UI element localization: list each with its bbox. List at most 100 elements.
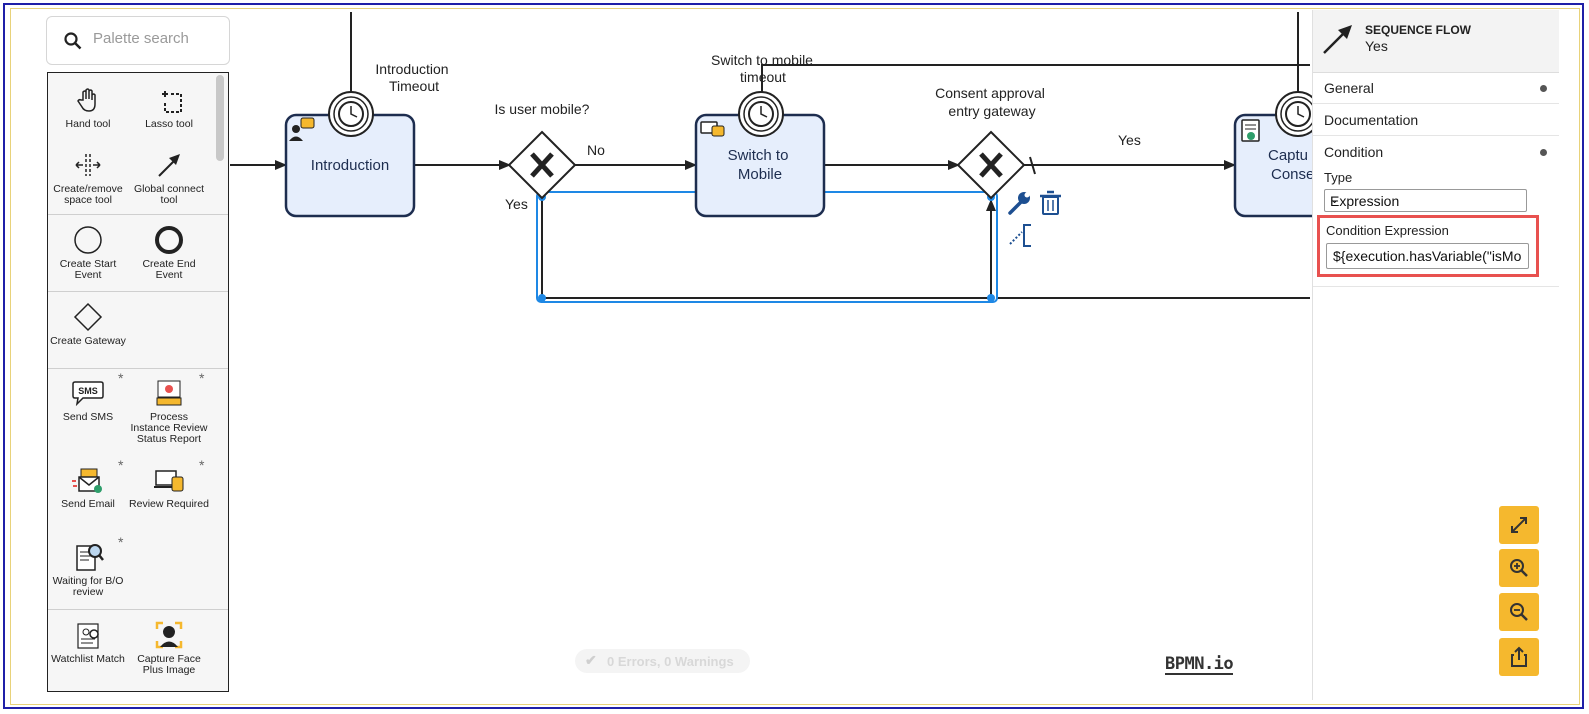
annotation-connect-icon[interactable] (1009, 224, 1031, 247)
properties-header: SEQUENCE FLOW Yes (1313, 10, 1559, 73)
label-no[interactable]: No (587, 142, 605, 158)
space-tool[interactable]: Create/remove space tool (48, 148, 128, 206)
custom-marker: * (118, 370, 124, 386)
label-intro-timeout[interactable]: Timeout (389, 78, 439, 94)
create-gateway[interactable]: Create Gateway (48, 300, 128, 347)
start-event-icon (74, 226, 102, 254)
waypoint-handle[interactable] (538, 294, 546, 302)
connect-arrow-icon (158, 154, 180, 177)
label-is-user-mobile[interactable]: Is user mobile? (495, 101, 590, 117)
custom-marker: * (118, 534, 124, 550)
tool-label: Create End Event (142, 258, 196, 281)
process-instance-review-tool[interactable]: Process Instance Review Status Report (129, 376, 209, 445)
palette-scrollbar[interactable] (216, 75, 224, 161)
task-label: Captu (1268, 147, 1308, 164)
tool-label: Capture Face Plus Image (137, 653, 201, 676)
tool-label: Create/remove space tool (53, 183, 123, 206)
zoom-in-button[interactable] (1499, 549, 1539, 587)
condition-expression-input[interactable] (1326, 243, 1529, 269)
timer-boundary-event[interactable] (328, 91, 374, 137)
tool-label: Create Gateway (50, 335, 126, 347)
watchlist-match-tool[interactable]: Watchlist Match (48, 618, 128, 665)
section-label: Documentation (1324, 112, 1419, 128)
sequence-flow-icon (1323, 25, 1352, 54)
check-icon: ✔ (585, 652, 597, 668)
palette-divider (48, 368, 228, 369)
palette-divider (48, 291, 228, 292)
gateway-consent-approval[interactable] (956, 130, 1026, 200)
type-select-value: Expression (1330, 193, 1400, 209)
send-email-tool[interactable]: Send Email (48, 463, 128, 510)
review-required-tool[interactable]: Review Required (129, 463, 209, 510)
label-consent-gateway[interactable]: entry gateway (948, 103, 1035, 119)
section-condition[interactable]: Condition (1313, 136, 1559, 167)
tool-label: Waiting for B/O review (52, 575, 124, 598)
section-general[interactable]: General (1313, 72, 1559, 104)
label-switch-timeout[interactable]: timeout (740, 69, 786, 85)
label-yes-selected[interactable]: Yes (505, 196, 528, 212)
task-label: Switch to (728, 147, 789, 164)
capture-face-tool[interactable]: Capture Face Plus Image (129, 618, 209, 676)
bpmn-io-logo[interactable]: BPMN.io (1165, 654, 1234, 675)
share-icon (1511, 646, 1527, 667)
document-check-icon (1241, 119, 1260, 142)
timer-boundary-event[interactable] (1275, 91, 1321, 137)
search-icon (64, 32, 82, 50)
export-button[interactable] (1499, 638, 1539, 676)
tool-label: Review Required (129, 498, 209, 510)
palette-search[interactable] (46, 16, 230, 65)
tool-label: Watchlist Match (51, 653, 125, 665)
zoom-in-icon (1510, 559, 1528, 577)
palette-search-input[interactable] (91, 29, 225, 48)
condition-expression-highlight: Condition Expression (1317, 215, 1539, 277)
lint-status-text: 0 Errors, 0 Warnings (607, 654, 734, 669)
wrench-icon[interactable] (1008, 192, 1030, 215)
label-yes[interactable]: Yes (1118, 132, 1141, 148)
watchlist-icon (77, 623, 99, 649)
zoom-out-button[interactable] (1499, 593, 1539, 631)
create-end-event[interactable]: Create End Event (129, 223, 209, 281)
palette-divider (48, 214, 228, 215)
flow-switch-timeout[interactable] (761, 64, 1310, 92)
flow-yes-selected[interactable] (541, 197, 996, 299)
section-label: General (1324, 80, 1374, 96)
waiting-review-tool[interactable]: Waiting for B/O review (48, 540, 128, 598)
waypoint-handle[interactable] (987, 294, 995, 302)
space-tool-icon (75, 154, 101, 176)
trash-icon[interactable] (1040, 190, 1061, 215)
gateway-is-user-mobile[interactable] (507, 130, 577, 200)
timer-boundary-event[interactable] (738, 91, 784, 137)
type-select[interactable]: Expression ⌄ (1324, 189, 1527, 212)
send-sms-tool[interactable]: SMS Send SMS (48, 376, 128, 423)
section-indicator-dot (1540, 149, 1547, 156)
lasso-tool[interactable]: Lasso tool (129, 83, 209, 130)
task-introduction[interactable]: Introduction (284, 113, 416, 218)
label-intro-timeout[interactable]: Introduction (375, 61, 448, 77)
tool-label: Send SMS (62, 411, 114, 423)
section-label: Condition (1324, 144, 1384, 160)
face-capture-icon (155, 621, 183, 649)
custom-marker: * (118, 457, 124, 473)
tool-label: Create Start Event (59, 258, 117, 281)
hand-tool[interactable]: Hand tool (48, 83, 128, 130)
tool-label: Hand tool (65, 118, 111, 130)
task-switch-to-mobile[interactable]: Switch to Mobile (694, 113, 826, 218)
section-divider (1313, 286, 1559, 287)
label-switch-timeout[interactable]: Switch to mobile (711, 52, 813, 68)
svg-text:SMS: SMS (78, 386, 98, 396)
section-documentation[interactable]: Documentation (1313, 104, 1559, 136)
palette-divider (48, 609, 228, 610)
device-switch-icon (700, 121, 725, 137)
type-label: Type (1324, 170, 1353, 185)
fullscreen-button[interactable] (1499, 506, 1539, 544)
label-consent-gateway[interactable]: Consent approval (935, 85, 1045, 101)
element-type: SEQUENCE FLOW (1365, 23, 1472, 37)
lint-status[interactable]: ✔ 0 Errors, 0 Warnings (575, 649, 750, 673)
global-connect-tool[interactable]: Global connect tool (129, 148, 209, 206)
canvas-border (10, 8, 1580, 705)
end-event-icon (155, 226, 183, 254)
gateway-icon (73, 302, 103, 332)
create-start-event[interactable]: Create Start Event (48, 223, 128, 281)
default-flow-marker (1029, 156, 1036, 175)
